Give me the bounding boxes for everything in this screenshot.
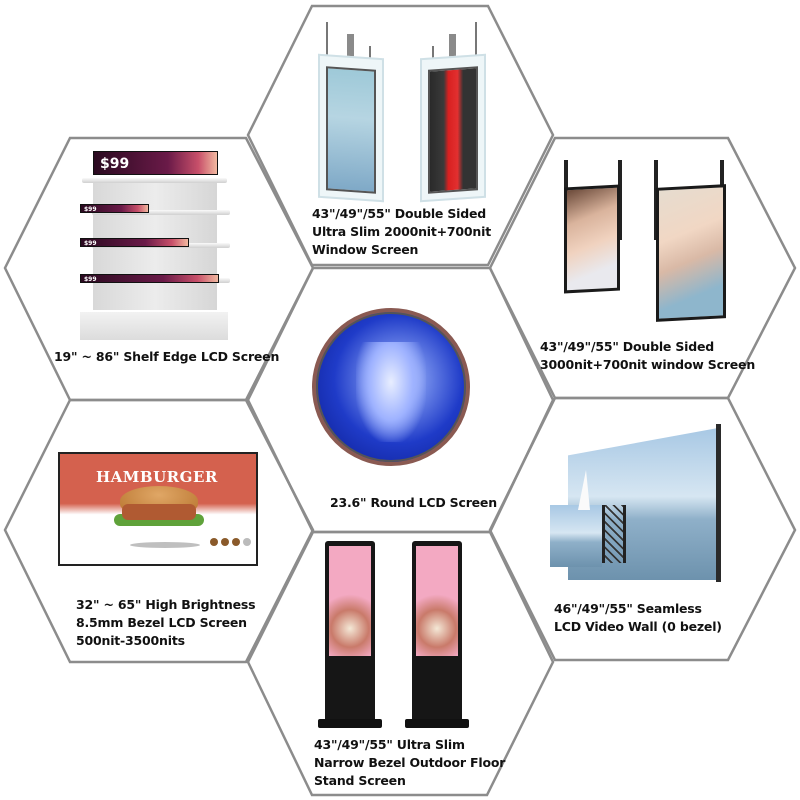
caption-high-brightness: 32" ~ 65" High Brightness 8.5mm Bezel LC… <box>76 597 256 648</box>
pop-out-mount <box>602 505 626 563</box>
thumb <box>243 538 251 546</box>
shelf-edge-strip: $99 <box>80 238 189 247</box>
caption-video-wall: 46"/49"/55" Seamless LCD Video Wall (0 b… <box>554 601 722 634</box>
screen-fashion-models <box>326 66 376 194</box>
video-wall-panel-pulled <box>550 505 602 567</box>
screen-woman-face-right <box>656 184 726 322</box>
hex-lower-right <box>488 396 797 662</box>
thumb <box>232 538 240 546</box>
kiosk-screen-food <box>329 546 371 656</box>
mount-bar <box>618 160 622 240</box>
thumb <box>221 538 229 546</box>
screen-hamburger-ad: HAMBURGER <box>58 452 258 566</box>
shelf-board <box>92 210 230 215</box>
thumb <box>210 538 218 546</box>
burger-shadow <box>130 542 200 548</box>
kiosk-right <box>412 541 462 723</box>
kiosk-left <box>325 541 375 723</box>
burger-patty <box>122 504 196 520</box>
shelf-edge-strip: $99 <box>80 274 219 283</box>
round-screen-wolf <box>312 308 470 466</box>
shelf-board <box>82 178 227 183</box>
hanging-rod <box>326 22 328 56</box>
shelf-top-display: $99 <box>93 151 218 175</box>
kiosk-base <box>405 719 469 728</box>
caption-window-screen: 43"/49"/55" Double Sided Ultra Slim 2000… <box>312 206 491 257</box>
caption-window-screen-3000nit: 43"/49"/55" Double Sided 3000nit+700nit … <box>540 339 756 372</box>
wall-bracket <box>716 424 721 582</box>
sailboat <box>578 470 590 510</box>
screen-red-coat-model <box>428 66 478 194</box>
shelf-edge-strip: $99 <box>80 204 149 213</box>
hex-bottom <box>246 530 555 797</box>
screen-woman-face-left <box>564 184 620 294</box>
hanging-rod <box>475 22 477 56</box>
caption-shelf-edge: 19" ~ 86" Shelf Edge LCD Screen <box>54 349 280 364</box>
caption-floor-stand: 43"/49"/55" Ultra Slim Narrow Bezel Outd… <box>314 737 506 788</box>
kiosk-base <box>318 719 382 728</box>
wolf-image <box>356 342 426 442</box>
hex-lower-left <box>3 398 315 664</box>
hex-top <box>246 4 555 267</box>
shelf-base <box>80 312 228 340</box>
hamburger-title: HAMBURGER <box>96 468 218 486</box>
caption-round-screen: 23.6" Round LCD Screen <box>330 495 497 510</box>
kiosk-screen-food <box>416 546 458 656</box>
